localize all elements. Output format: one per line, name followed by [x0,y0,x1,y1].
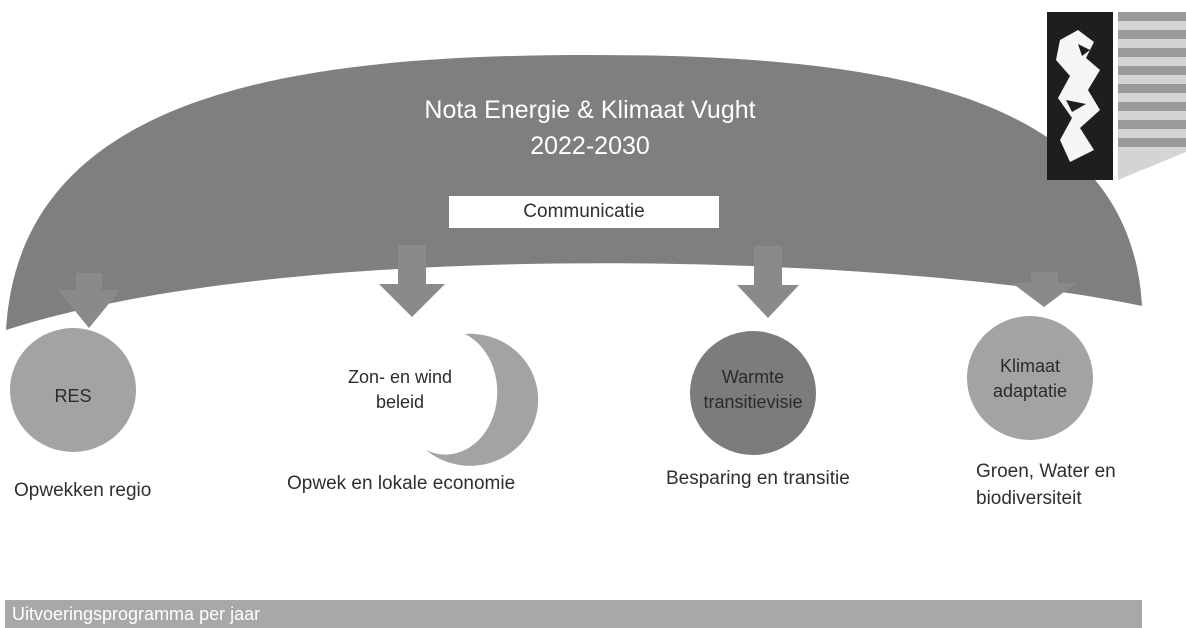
caption-warmte: Besparing en transitie [666,468,850,489]
caption-res: Opwekken regio [14,480,152,501]
lion-crest-icon [1047,12,1186,180]
circle-label-res: RES [54,386,92,406]
circle-label-warmte-line1: Warmte [721,367,785,387]
circle-klimaat [967,316,1093,440]
caption-klimaat-line1: Groen, Water en [976,461,1116,482]
dome-title-line2: 2022-2030 [530,132,650,160]
dome-shape [6,55,1142,330]
arrow-zon-wind [379,245,445,317]
arrow-res [58,273,120,328]
circle-warmte [690,331,816,455]
crescent-zon-wind [426,333,539,466]
program-bar: Uitvoeringsprogramma per jaar [5,600,1142,628]
program-bar-label: Uitvoeringsprogramma per jaar [12,604,261,624]
circle-res [10,328,136,452]
circle-label-warmte-line2: transitievisie [703,392,803,412]
dome-title-line1: Nota Energie & Klimaat Vught [424,96,756,124]
circle-label-zon-wind-line1: Zon- en wind [347,367,453,387]
caption-klimaat-line2: biodiversiteit [976,488,1082,509]
communication-box: Communicatie [449,196,719,228]
caption-zon-wind: Opwek en lokale economie [287,473,516,494]
arrow-klimaat [1012,272,1076,307]
circle-label-zon-wind-line2: beleid [375,392,425,412]
arrow-warmte [737,246,799,318]
circle-label-klimaat-line2: adaptatie [992,381,1068,401]
circle-label-klimaat-line1: Klimaat [999,356,1061,376]
